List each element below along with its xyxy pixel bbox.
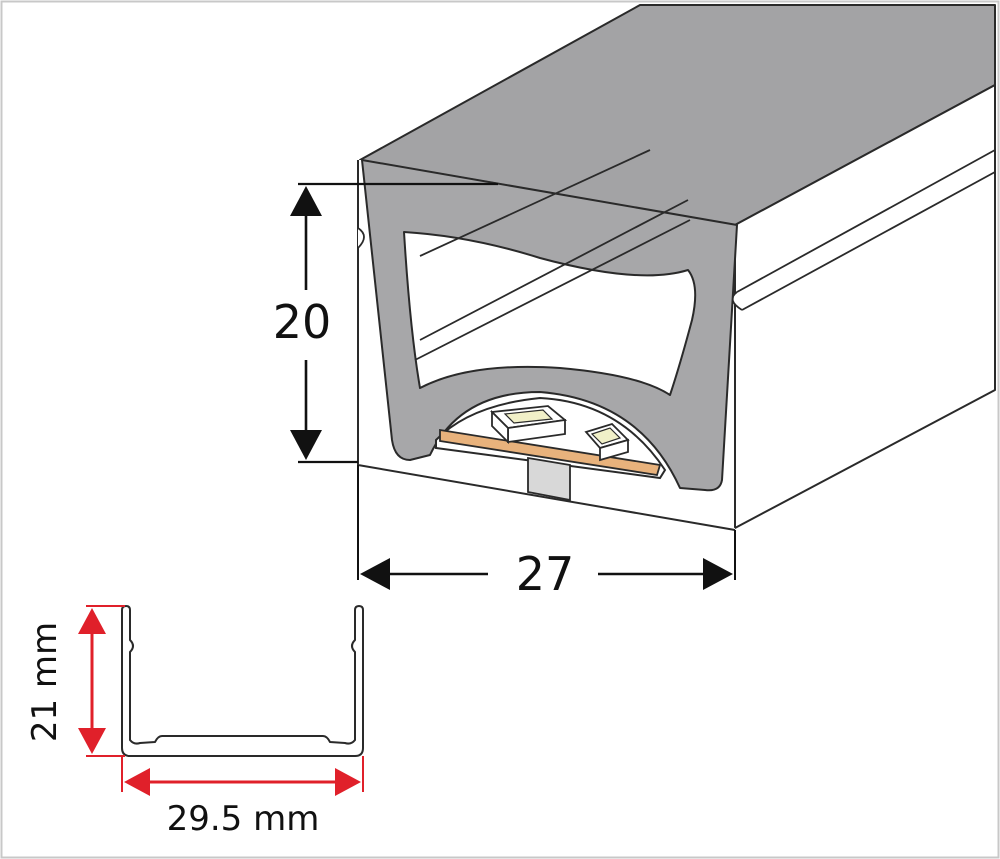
channel-height-dimension: 21 mm	[25, 605, 125, 757]
width-arrow-right	[703, 558, 733, 590]
u-channel-profile	[121, 605, 364, 757]
base-tab	[527, 456, 571, 502]
channel-width-arrow-left	[124, 768, 150, 796]
side-groove-line	[736, 149, 996, 293]
channel-height-arrow-top	[78, 608, 106, 634]
width-label: 27	[516, 547, 575, 601]
cavity-depth-line-top	[419, 149, 651, 257]
side-groove-line-2	[741, 171, 996, 311]
width-dimension: 27	[357, 465, 736, 601]
height-label: 20	[273, 295, 332, 349]
cavity-depth-line-low	[414, 219, 691, 361]
left-lip-notch	[357, 227, 365, 249]
channel-height-arrow-bottom	[78, 728, 106, 754]
channel-height-label: 21 mm	[25, 622, 65, 742]
height-arrow-bottom	[290, 430, 322, 460]
pcb-strip	[439, 428, 662, 477]
height-dimension: 20	[273, 182, 498, 464]
height-arrow-top	[290, 186, 322, 216]
led-chip-2	[584, 422, 630, 462]
channel-width-arrow-right	[335, 768, 361, 796]
neon-profile-3d	[357, 4, 996, 535]
width-arrow-left	[360, 558, 390, 590]
profile-side-surface	[734, 84, 996, 529]
channel-width-dimension: 29.5 mm	[121, 756, 364, 839]
led-chip-1	[490, 405, 568, 445]
profile-front-face	[361, 159, 738, 492]
cavity-depth-line-mid	[419, 199, 689, 341]
u-channel-outline	[121, 605, 364, 757]
channel-width-label: 29.5 mm	[167, 799, 320, 839]
